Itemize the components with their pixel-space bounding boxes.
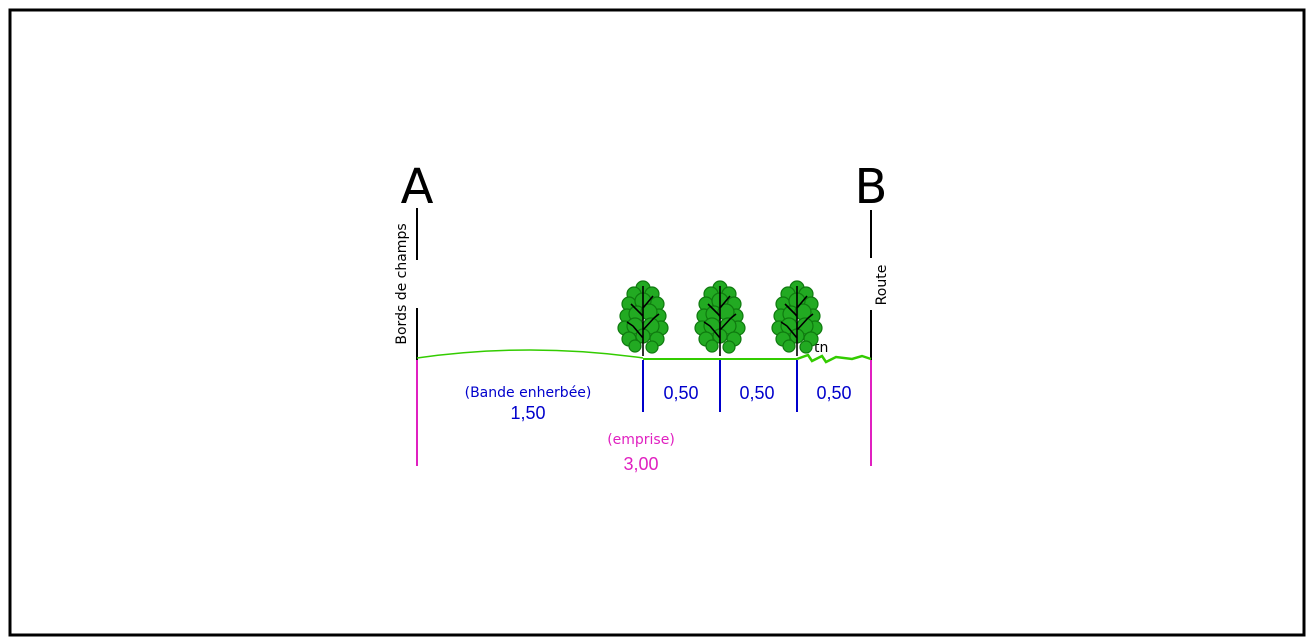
tree-icon [617,280,669,356]
bande-value: 1,50 [510,403,545,423]
segment-value-1: 0,50 [663,383,698,403]
left-side-label: Bords de champs [394,223,410,344]
right-side-label: Route [874,265,890,306]
terrain-label: tn [814,340,828,356]
tree-icon [694,280,746,356]
bande-label: (Bande enherbée) [465,385,592,401]
segment-value-3: 0,50 [816,383,851,403]
emprise-label: (emprise) [607,432,675,448]
tree-icon [771,280,823,356]
segment-value-2: 0,50 [739,383,774,403]
frame-border [8,8,1306,637]
ground-curve [416,349,644,359]
terrain-road-edge [796,353,872,364]
emprise-value: 3,00 [623,454,658,474]
point-b-label: B [855,159,888,215]
point-a-label: A [401,159,434,215]
